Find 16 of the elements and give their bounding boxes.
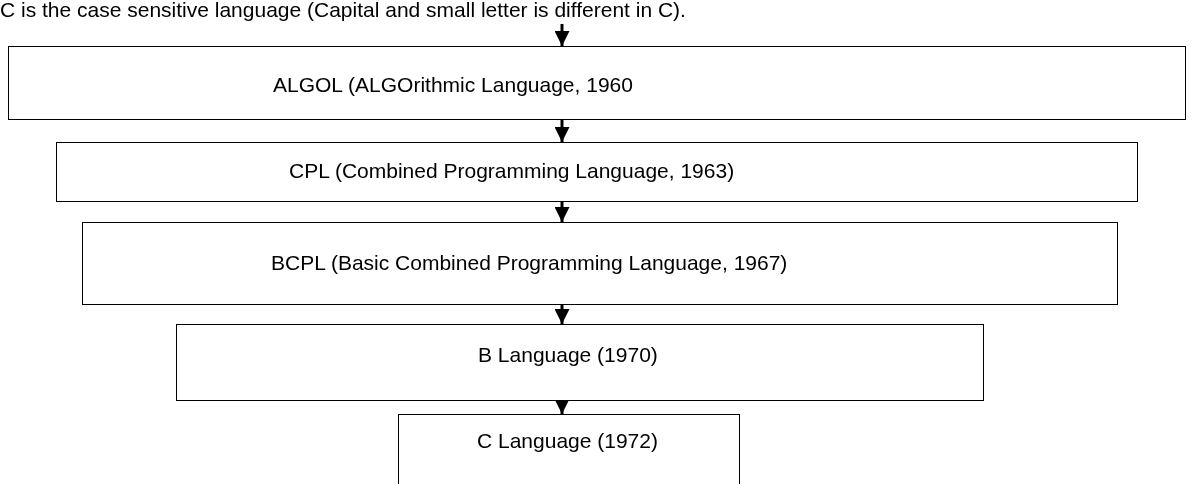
process-box [8,46,1186,120]
process-box [176,324,984,401]
note-text: C is the case sensitive language (Capital and small letter is different in C). [0,0,686,22]
process-box [56,142,1138,202]
arrow [554,120,570,142]
arrow [554,399,570,414]
arrow [554,24,570,46]
arrow [554,202,570,222]
box-label: BCPL (Basic Combined Programming Language, 1967) [271,251,788,275]
arrow [554,305,570,324]
box-label: B Language (1970) [478,343,658,367]
box-label: ALGOL (ALGOrithmic Language, 1960 [273,73,633,97]
process-box [398,414,740,484]
box-label: C Language (1972) [477,429,658,453]
box-label: CPL (Combined Programming Language, 1963) [289,159,735,183]
process-box [82,222,1118,305]
